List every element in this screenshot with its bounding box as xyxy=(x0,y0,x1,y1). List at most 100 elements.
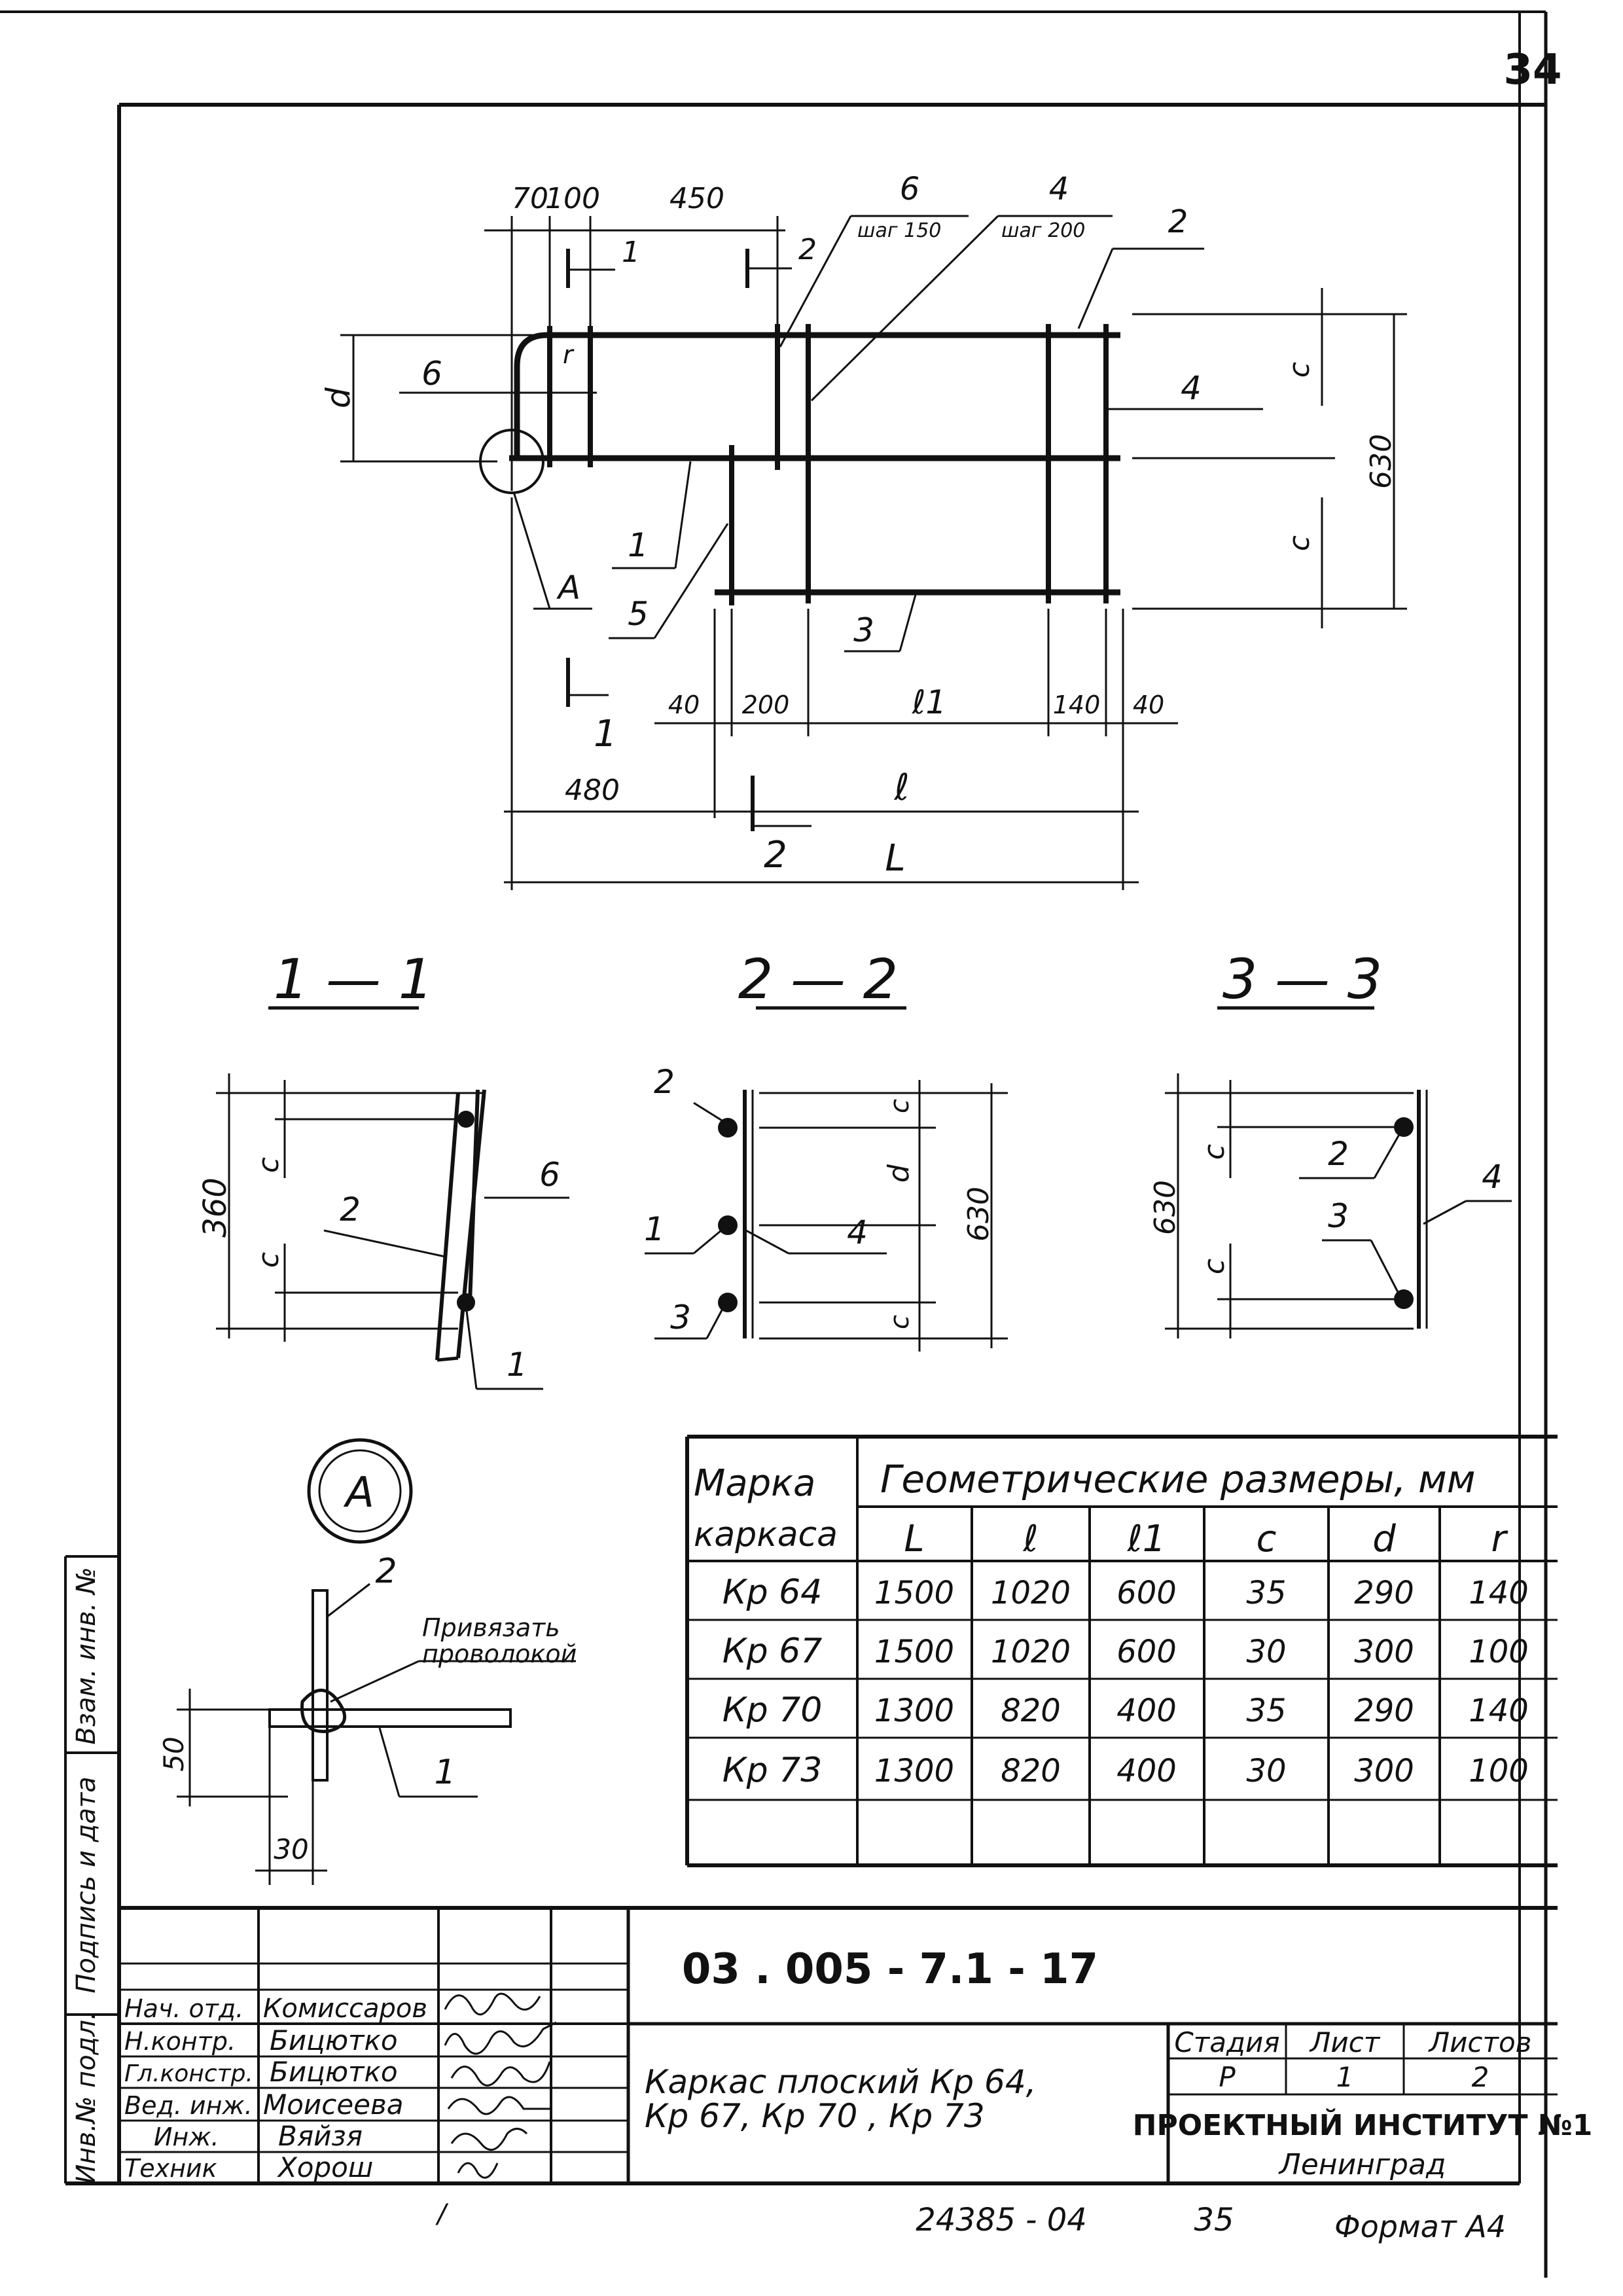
description-line-1: Каркас плоский Кр 64, xyxy=(645,2063,1037,2101)
name-1: Бицютко xyxy=(270,2024,398,2056)
leader-4: 4 xyxy=(1049,171,1069,207)
section-1-1-title: 1 — 1 xyxy=(274,947,433,1011)
label-node-a: A xyxy=(556,569,580,607)
cell: 30 xyxy=(1246,1634,1286,1670)
cell: 140 xyxy=(1469,1575,1529,1611)
s11-c2: c xyxy=(252,1252,285,1268)
label-c-bottom: c xyxy=(1283,535,1316,551)
name-5: Хорош xyxy=(277,2151,373,2183)
node-a-title: A xyxy=(343,1469,374,1517)
city: Ленинград xyxy=(1278,2148,1446,2181)
dim-480: 480 xyxy=(565,774,620,807)
node-a-label-2: 2 xyxy=(375,1552,397,1591)
cell: 400 xyxy=(1116,1753,1177,1789)
col-L: L xyxy=(904,1518,924,1560)
dim-bot-40b: 40 xyxy=(1133,691,1164,719)
footer-format: Формат А4 xyxy=(1334,2209,1506,2244)
role-2: Гл.констр. xyxy=(124,2060,253,2087)
sheets-value: 2 xyxy=(1472,2061,1489,2093)
s11-c1: c xyxy=(252,1157,285,1173)
s11-label-2: 2 xyxy=(340,1191,361,1229)
dim-top-70: 70 xyxy=(512,182,548,215)
side-stamp-replace: Взам. инв. № xyxy=(71,1567,101,1745)
side-stamp-inv: Инв.№ подл. xyxy=(71,2011,101,2183)
cell: 1300 xyxy=(874,1693,954,1729)
s33-bar-2 xyxy=(1394,1117,1414,1137)
node-a-bar-1 xyxy=(268,1708,512,1728)
col-r: r xyxy=(1491,1518,1508,1560)
cell: 1020 xyxy=(991,1575,1071,1611)
organization: ПРОЕКТНЫЙ ИНСТИТУТ №1 xyxy=(1133,2108,1593,2142)
node-a-dim-30: 30 xyxy=(274,1833,308,1865)
footer: / 24385 - 04 35 Формат А4 xyxy=(435,2199,1506,2244)
label-5: 5 xyxy=(628,595,649,633)
dim-bot-200: 200 xyxy=(742,691,790,719)
cell: 30 xyxy=(1246,1753,1286,1789)
col-c: c xyxy=(1257,1518,1277,1560)
col-l: ℓ xyxy=(1022,1518,1038,1560)
cell: 35 xyxy=(1246,1575,1286,1611)
node-a-note-2: проволокой xyxy=(422,1640,577,1668)
role-3: Вед. инж. xyxy=(124,2091,253,2120)
s11-label-6: 6 xyxy=(539,1156,560,1194)
s11-label-1: 1 xyxy=(507,1346,527,1384)
cell: 300 xyxy=(1354,1753,1414,1789)
name-2: Бицютко xyxy=(270,2056,398,2088)
footer-tick: / xyxy=(435,2199,449,2229)
label-3: 3 xyxy=(853,611,874,649)
cut-2-bottom: 2 xyxy=(764,834,787,876)
step-150: шаг 150 xyxy=(857,219,941,242)
s22-bar-2 xyxy=(718,1118,738,1138)
sheet-value: 1 xyxy=(1336,2061,1354,2093)
cell: 100 xyxy=(1469,1634,1529,1670)
table-row: Кр 73 1300 820 400 30 300 100 xyxy=(722,1751,1529,1790)
node-a: A 2 Привязать проволокой 1 50 30 xyxy=(158,1438,577,1885)
s33-c1: c xyxy=(1198,1144,1231,1160)
sheet-number: 34 xyxy=(1503,46,1561,94)
table-row: Кр 64 1500 1020 600 35 290 140 xyxy=(722,1573,1529,1612)
cell: 290 xyxy=(1354,1693,1414,1729)
node-a-dim-50: 50 xyxy=(158,1736,190,1771)
dim-L: L xyxy=(885,837,905,880)
table-row: Кр 67 1500 1020 600 30 300 100 xyxy=(722,1632,1529,1671)
sheet-header: Лист xyxy=(1309,2026,1381,2058)
footer-page: 35 xyxy=(1194,2202,1234,2238)
s22-dim-630: 630 xyxy=(962,1187,995,1242)
section-3-3: 3 — 3 630 c c 2 3 4 xyxy=(1149,947,1512,1338)
s11-bar-1 xyxy=(457,1293,475,1312)
name-0: Комиссаров xyxy=(263,1994,427,2024)
dim-bot-140: 140 xyxy=(1053,691,1101,719)
title-block: Нач. отд. Н.контр. Гл.констр. Вед. инж. … xyxy=(119,1906,1593,2183)
s22-bar-1 xyxy=(718,1215,738,1235)
side-stamp-sign: Подпись и дата xyxy=(71,1776,101,1993)
dim-bot-l1: ℓ1 xyxy=(912,683,946,721)
dim-top-100: 100 xyxy=(545,182,600,215)
s22-label-1: 1 xyxy=(644,1210,665,1248)
sheet-frame: 34 xyxy=(0,10,1562,2278)
s22-label-2: 2 xyxy=(654,1063,675,1101)
section-3-3-title: 3 — 3 xyxy=(1222,947,1382,1011)
label-d: d xyxy=(319,387,357,408)
cell: 300 xyxy=(1354,1634,1414,1670)
dim-bot-40a: 40 xyxy=(668,691,700,719)
s22-d: d xyxy=(882,1164,916,1183)
cut-1-top: 1 xyxy=(622,236,640,269)
bend-6 xyxy=(514,332,548,458)
role-4: Инж. xyxy=(154,2123,219,2151)
s11-dim-360: 360 xyxy=(197,1177,234,1238)
dim-l: ℓ xyxy=(893,766,909,809)
description-line-2: Кр 67, Кр 70 , Кр 73 xyxy=(645,2097,985,2135)
s11-bar-2 xyxy=(457,1111,474,1128)
dim-630: 630 xyxy=(1364,434,1398,489)
table-header-col-1: Марка xyxy=(694,1462,815,1505)
role-0: Нач. отд. xyxy=(124,1994,243,2023)
section-2-2-title: 2 — 2 xyxy=(738,947,898,1011)
side-stamp: Инв.№ подл. Подпись и дата Взам. инв. № xyxy=(64,1555,119,2184)
s22-c1: c xyxy=(885,1099,915,1113)
cut-2-top: 2 xyxy=(798,233,817,266)
cell: 400 xyxy=(1116,1693,1177,1729)
label-4: 4 xyxy=(1181,369,1202,407)
cell: Кр 70 xyxy=(722,1691,823,1730)
signatures xyxy=(444,1992,557,2179)
